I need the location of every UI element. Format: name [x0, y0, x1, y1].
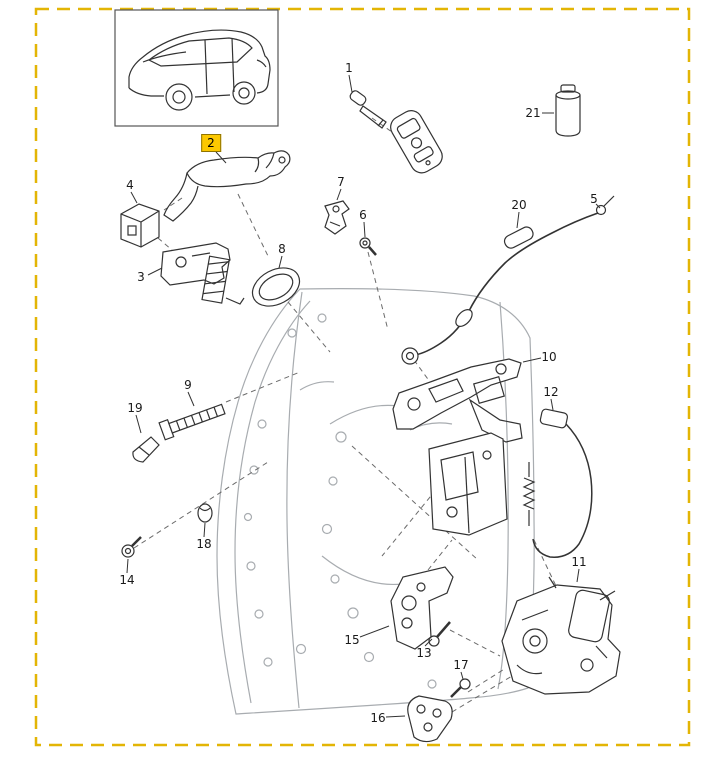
part-9-bolt [158, 403, 226, 441]
part-6-screw [359, 237, 377, 256]
part-callout-6[interactable]: 6 [359, 208, 367, 222]
part-4-handle-cap [120, 203, 160, 248]
part-12-release-cable [522, 408, 593, 558]
part-callout-19[interactable]: 19 [127, 401, 143, 415]
part-callout-20[interactable]: 20 [511, 198, 527, 212]
part-5-cable-end [595, 195, 615, 216]
part-callout-11[interactable]: 11 [571, 555, 587, 569]
part-20-bowden-cable [401, 212, 599, 365]
key-fob [390, 110, 443, 174]
parts-artwork [114, 9, 621, 743]
assembly-axis-lines [133, 117, 557, 713]
part-callout-1[interactable]: 1 [345, 61, 353, 75]
door-panel-outline [216, 287, 535, 715]
part-18-grommet [197, 503, 213, 523]
part-callout-13[interactable]: 13 [416, 646, 432, 660]
part-callout-8[interactable]: 8 [278, 242, 286, 256]
part-10-inner-carrier [392, 358, 523, 443]
part-15-bracket [390, 566, 454, 650]
part-callout-3[interactable]: 3 [137, 270, 145, 284]
part-callout-7[interactable]: 7 [337, 175, 345, 189]
part-7-bracket [324, 200, 350, 235]
part-21-grease-tube [555, 84, 581, 137]
part-14-screw [121, 536, 142, 558]
part-callout-12[interactable]: 12 [543, 385, 559, 399]
part-callout-4[interactable]: 4 [126, 178, 134, 192]
part-8-seal-gasket [251, 267, 301, 307]
part-callout-15[interactable]: 15 [344, 633, 360, 647]
part-callout-21[interactable]: 21 [525, 106, 541, 120]
part-callout-2[interactable]: 2 [201, 134, 221, 152]
part-13-screw [428, 621, 451, 647]
part-callout-18[interactable]: 18 [196, 537, 212, 551]
part-callout-5[interactable]: 5 [590, 192, 598, 206]
part-11-door-lock [501, 576, 621, 695]
part-2-exterior-handle [163, 150, 291, 222]
part-16-striker-plate [407, 695, 453, 743]
leader-lines [126, 74, 601, 718]
car-thumbnail [114, 9, 279, 127]
lock-actuator [428, 432, 508, 536]
part-17-screw [450, 678, 471, 698]
page-frame [34, 7, 691, 747]
part-callout-17[interactable]: 17 [453, 658, 469, 672]
part-19-clip [132, 436, 160, 463]
part-callout-14[interactable]: 14 [119, 573, 135, 587]
part-callout-10[interactable]: 10 [541, 350, 557, 364]
part-callout-9[interactable]: 9 [184, 378, 192, 392]
part-callout-16[interactable]: 16 [370, 711, 386, 725]
part-1-key-blade [349, 90, 387, 129]
part-3-handle-carrier [160, 242, 245, 305]
